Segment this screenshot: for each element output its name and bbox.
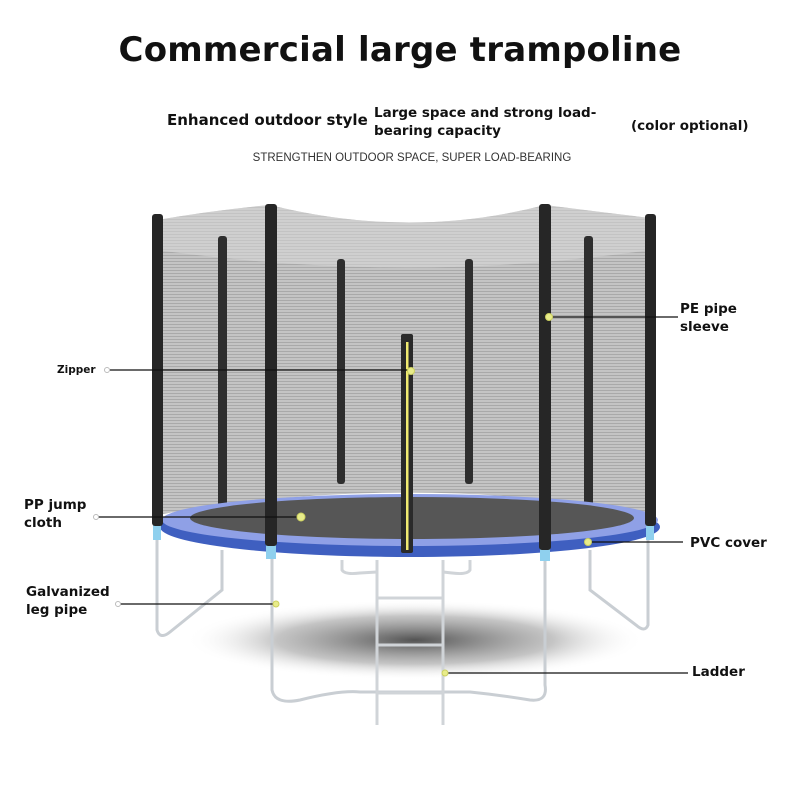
callout-pvc-cover: PVC cover xyxy=(690,535,767,551)
callout-zipper: Zipper xyxy=(57,364,96,376)
callout-line: leg pipe xyxy=(26,602,88,618)
callout-line: sleeve xyxy=(680,319,729,335)
callout-line: Galvanized xyxy=(26,584,110,600)
marker-dot xyxy=(545,313,553,321)
pole xyxy=(645,214,656,526)
pole xyxy=(584,236,593,516)
marker-dot xyxy=(272,600,280,608)
page-title: Commercial large trampoline xyxy=(118,30,682,70)
callout-ladder: Ladder xyxy=(692,664,745,680)
pole xyxy=(218,236,227,516)
marker-dot xyxy=(296,512,306,522)
feature-load-bearing: Large space and strong load-bearing capa… xyxy=(374,105,597,139)
callout-line: cloth xyxy=(24,515,62,531)
pole xyxy=(265,204,277,546)
marker-dot xyxy=(407,367,415,375)
callout-pe-pipe-sleeve: PE pipe sleeve xyxy=(680,300,737,336)
ladder-graphic xyxy=(340,560,472,725)
callout-line: PP jump xyxy=(24,497,87,513)
callout-line: PE pipe xyxy=(680,301,737,317)
pole xyxy=(337,259,345,484)
callout-pp-jump-cloth: PP jump cloth xyxy=(24,496,86,532)
callout-galvanized-leg-pipe: Galvanized leg pipe xyxy=(26,583,110,619)
marker-dot xyxy=(584,538,592,546)
marker-dot xyxy=(441,669,449,677)
ground-shadow xyxy=(185,600,645,680)
feature-color-optional: (color optional) xyxy=(631,118,749,134)
pole xyxy=(539,204,551,550)
feature-outdoor-style: Enhanced outdoor style xyxy=(167,111,368,129)
tagline: STRENGTHEN OUTDOOR SPACE, SUPER LOAD-BEA… xyxy=(252,152,572,164)
pole xyxy=(465,259,473,484)
